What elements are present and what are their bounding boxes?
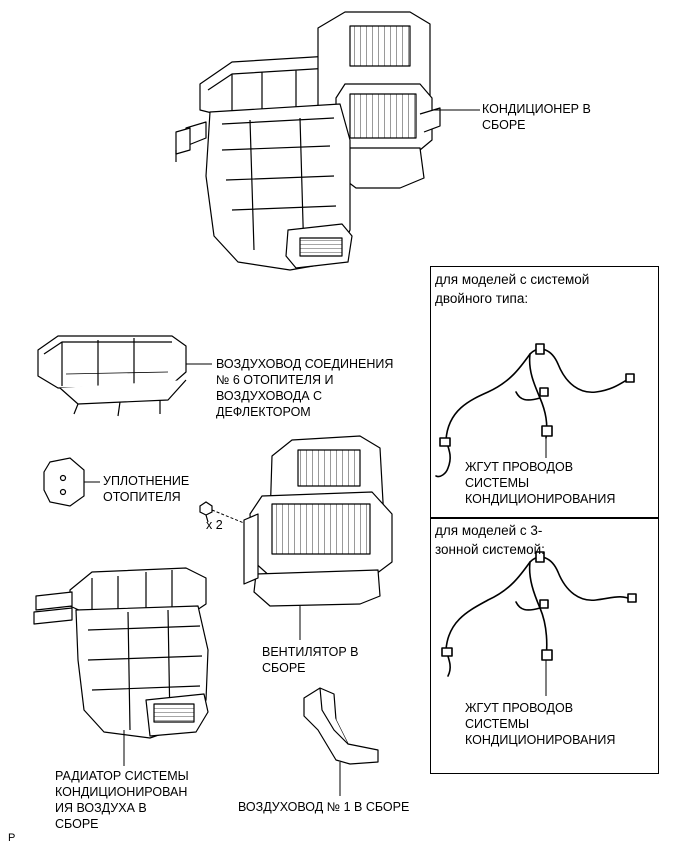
footer-mark: P	[8, 832, 16, 844]
harness-2-label: ЖГУТ ПРОВОДОВ СИСТЕМЫ КОНДИЦИОНИРОВАНИЯ	[465, 701, 616, 747]
ac-unit-label: КОНДИЦИОНЕР В СБОРЕ	[482, 102, 591, 132]
duct-no1-illustration	[303, 687, 379, 765]
duct-no1-label: ВОЗДУХОВОД № 1 В СБОРЕ	[238, 800, 410, 814]
duct-no6-label: ВОЗДУХОВОД СОЕДИНЕНИЯ № 6 ОТОПИТЕЛЯ И ВО…	[216, 357, 394, 419]
screw-illustration	[199, 501, 213, 523]
radiator-illustration	[33, 567, 209, 739]
blower-illustration	[243, 435, 393, 607]
ac-unit-illustration	[175, 11, 441, 271]
variant-box-3zone: для моделей с 3- зонной системой: ЖГУТ П…	[430, 518, 659, 774]
heater-seal-label: УПЛОТНЕНИЕ ОТОПИТЕЛЯ	[103, 474, 190, 504]
variant-box-dual-title: для моделей с системой двойного типа:	[435, 272, 590, 306]
variant-box-dual: для моделей с системой двойного типа: ЖГ…	[430, 266, 659, 518]
screw-qty-label: x 2	[206, 518, 223, 532]
harness-1-illustration	[435, 343, 635, 478]
blower-label: ВЕНТИЛЯТОР В СБОРЕ	[262, 645, 359, 675]
radiator-label: РАДИАТОР СИСТЕМЫ КОНДИЦИОНИРОВАН ИЯ ВОЗД…	[55, 769, 189, 831]
heater-seal-illustration	[43, 457, 85, 507]
harness-2-illustration	[441, 551, 637, 677]
variant-box-3zone-title: для моделей с 3- зонной системой:	[435, 523, 545, 557]
duct-no6-illustration	[37, 335, 187, 417]
harness-1-label: ЖГУТ ПРОВОДОВ СИСТЕМЫ КОНДИЦИОНИРОВАНИЯ	[465, 460, 616, 506]
